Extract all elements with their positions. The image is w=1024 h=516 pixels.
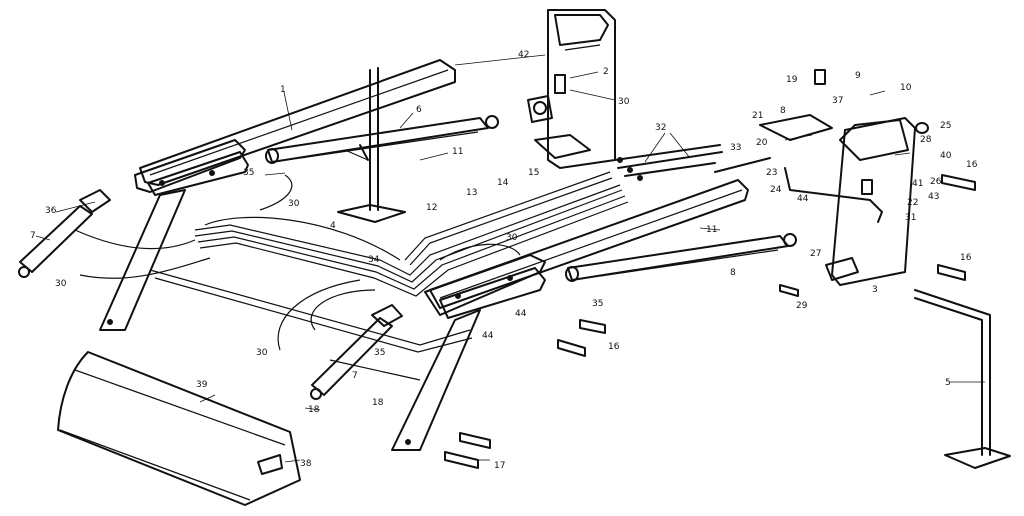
right-frame-leg (391, 309, 481, 451)
callout-7-center: 7 (352, 371, 358, 381)
left-tilt-cylinder (18, 189, 111, 278)
callout-16-right-top: 16 (966, 160, 978, 170)
right-loader-arm (424, 179, 749, 319)
callout-8-top: 8 (780, 106, 786, 116)
callout-31: 31 (905, 213, 916, 223)
hydraulic-tube-bundle (194, 171, 629, 297)
loader-bucket (57, 351, 301, 506)
left-hose-loops (74, 174, 401, 279)
callout-13: 13 (466, 188, 477, 198)
left-loader-arm (134, 59, 456, 196)
callout-7-left: 7 (30, 231, 36, 241)
right-stand-post (914, 289, 1011, 469)
callout-33: 33 (730, 143, 741, 153)
callout-26: 26 (930, 177, 942, 187)
callout-15: 15 (528, 168, 539, 178)
callout-8-bottom: 8 (730, 268, 736, 278)
center-hose-loops (277, 243, 521, 351)
callout-19: 19 (786, 75, 798, 85)
callout-11-top: 11 (452, 147, 463, 157)
callout-40: 40 (940, 151, 952, 161)
callout-35-right: 35 (592, 299, 603, 309)
callout-35-left: 35 (243, 168, 254, 178)
callout-9: 9 (855, 71, 861, 81)
leader-lines (35, 54, 985, 463)
callout-37: 37 (832, 96, 843, 106)
callout-14: 14 (497, 178, 509, 188)
bolts (444, 69, 976, 469)
callout-16-right: 16 (960, 253, 972, 263)
callout-43: 43 (928, 192, 939, 202)
callout-23: 23 (766, 168, 777, 178)
callout-11-right: 11 (706, 225, 717, 235)
callout-3: 3 (872, 285, 878, 295)
callout-21: 21 (752, 111, 763, 121)
callout-22: 22 (907, 198, 918, 208)
callout-30-mid: 30 (506, 233, 518, 243)
tube-fittings (614, 144, 723, 181)
callout-2: 2 (603, 67, 609, 77)
callout-30-center: 30 (256, 348, 268, 358)
callout-30-bracket: 30 (618, 97, 630, 107)
left-stand-post (337, 67, 406, 223)
callout-39: 39 (196, 380, 208, 390)
center-tilt-cylinder (310, 304, 403, 400)
right-hydraulic-cylinder (565, 233, 797, 282)
callout-1: 1 (280, 85, 286, 95)
callout-10: 10 (900, 83, 912, 93)
callout-32: 32 (655, 123, 666, 133)
callout-20: 20 (756, 138, 768, 148)
callout-38: 38 (300, 459, 312, 469)
callout-4: 4 (330, 221, 336, 231)
left-hydraulic-cylinder (265, 115, 499, 164)
callout-18-center: 18 (372, 398, 384, 408)
callout-44-lower: 44 (482, 331, 494, 341)
callout-44-center: 44 (515, 309, 527, 319)
callout-35-center: 35 (374, 348, 385, 358)
callout-30-left: 30 (55, 279, 67, 289)
callout-34: 34 (368, 255, 380, 265)
callout-25: 25 (940, 121, 951, 131)
callout-42: 42 (518, 50, 529, 60)
callout-29: 29 (796, 301, 808, 311)
right-mount-bracket (759, 114, 916, 286)
callout-12: 12 (426, 203, 437, 213)
left-frame-leg (99, 189, 186, 331)
callout-44-top: 44 (797, 194, 809, 204)
cross-frame (149, 269, 473, 381)
callout-41: 41 (912, 179, 923, 189)
callout-5: 5 (945, 378, 951, 388)
callout-16-center: 16 (608, 342, 620, 352)
callout-6: 6 (416, 105, 422, 115)
left-mount-bracket (527, 9, 616, 169)
callout-24: 24 (770, 185, 782, 195)
callout-27: 27 (810, 249, 821, 259)
callout-18-left: 18 (308, 405, 320, 415)
pipe-assembly (714, 157, 883, 223)
callout-36: 36 (45, 206, 57, 216)
callout-17: 17 (494, 461, 505, 471)
callout-30-left-top: 30 (288, 199, 300, 209)
callout-labels: 1 2 3 4 5 6 7 7 8 8 9 10 11 11 12 13 14 … (30, 50, 978, 471)
callout-28: 28 (920, 135, 932, 145)
